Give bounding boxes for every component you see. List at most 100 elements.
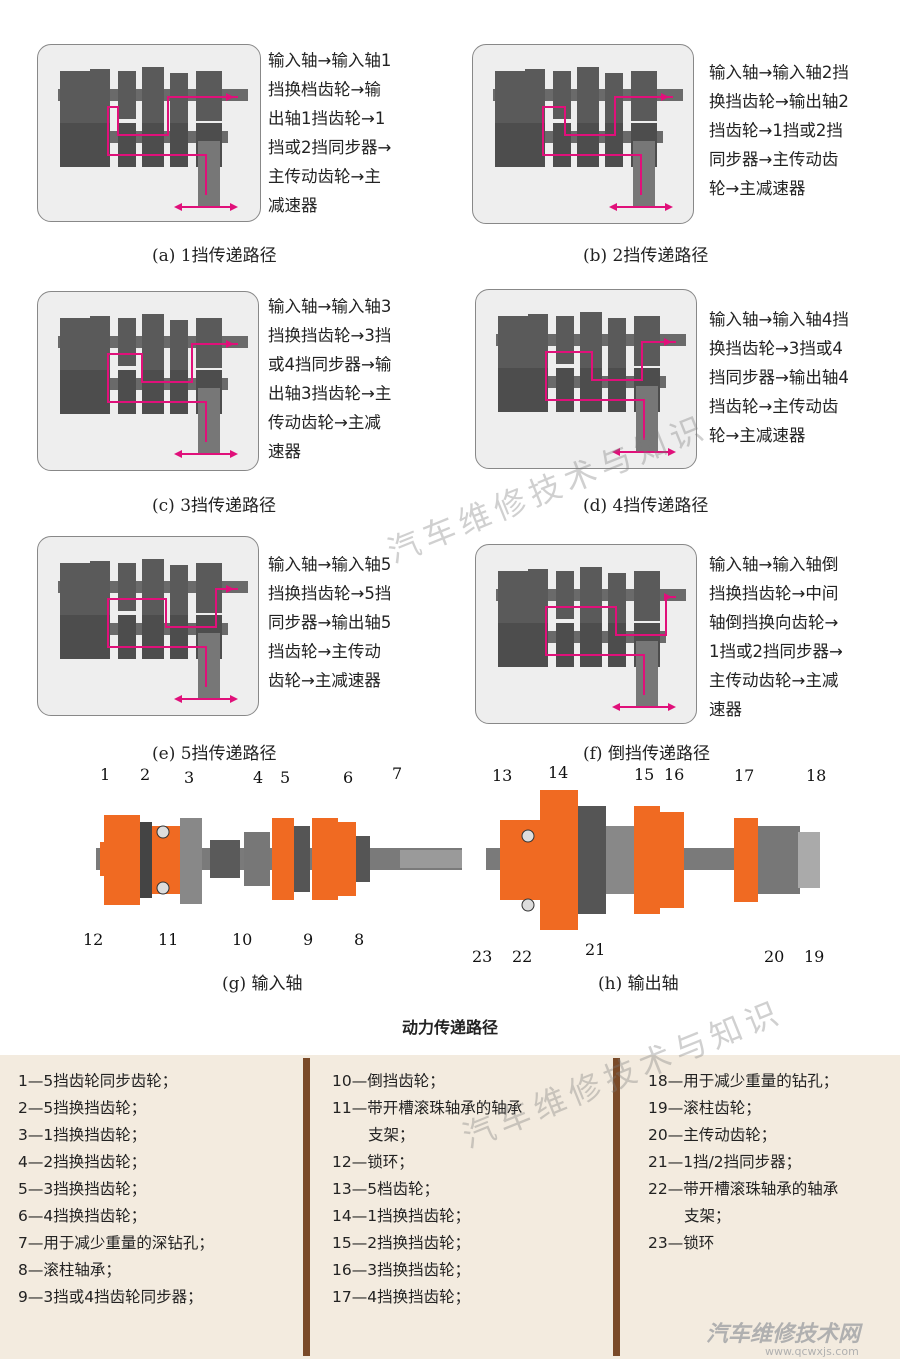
text-line: 12—锁环； xyxy=(332,1153,414,1171)
legend-divider-2 xyxy=(613,1058,620,1356)
gear xyxy=(118,615,136,659)
gear xyxy=(90,615,110,659)
text-line: 22—带开槽滚珠轴承的轴承 xyxy=(648,1180,839,1198)
text-line: 轮→主减速器 xyxy=(709,426,806,445)
text-line: 出轴3挡齿轮→主 xyxy=(268,384,392,403)
gear xyxy=(528,368,548,412)
gear xyxy=(142,615,164,659)
gearset-diagram-2 xyxy=(493,67,683,211)
gear xyxy=(170,73,188,129)
gear xyxy=(553,123,571,167)
input-arrow-head xyxy=(226,93,234,101)
site-url: www.qcwxjs.com xyxy=(765,1345,859,1358)
gear xyxy=(525,123,545,167)
gearset xyxy=(493,67,683,211)
callout-5: 5 xyxy=(280,768,291,787)
callout-2: 2 xyxy=(140,765,151,784)
gear xyxy=(498,571,528,623)
callout-15: 15 xyxy=(634,765,655,784)
text-line: 挡换挡齿轮→中间 xyxy=(709,584,839,603)
text-line: 18—用于减少重量的钻孔； xyxy=(648,1072,839,1090)
input-arrow-head xyxy=(664,338,672,346)
text-line: 减速器 xyxy=(268,196,318,215)
text-line: 支架； xyxy=(368,1126,415,1144)
gear xyxy=(577,67,599,127)
input-arrow-head xyxy=(226,585,234,593)
text-line: 输入轴→输入轴5 xyxy=(268,555,392,574)
text-line: 17—4挡换挡齿轮； xyxy=(332,1288,471,1306)
text-line: 传动齿轮→主减 xyxy=(268,413,381,432)
gear xyxy=(556,571,574,619)
callout-18: 18 xyxy=(806,766,827,785)
gear xyxy=(495,71,525,123)
text-line: 轴倒挡换向齿轮→ xyxy=(709,613,839,632)
callout-1: 1 xyxy=(100,765,111,784)
power-flow-path xyxy=(107,588,238,687)
caption-5th: (e) 5挡传递路径 xyxy=(152,744,277,764)
text-line: 挡齿轮→主传动 xyxy=(268,642,381,661)
gear xyxy=(580,567,602,627)
gear xyxy=(577,123,599,167)
callout-7: 7 xyxy=(392,764,403,783)
gear xyxy=(608,368,626,412)
panel-3rd-gear xyxy=(37,291,259,471)
gear xyxy=(90,561,110,621)
gear xyxy=(498,316,528,368)
gear xyxy=(60,71,90,123)
text-line: 速器 xyxy=(268,442,301,461)
gearset xyxy=(496,312,686,456)
text-line: 挡或2挡同步器→ xyxy=(268,138,392,157)
caption-output-shaft: (h) 输出轴 xyxy=(598,974,679,994)
gear xyxy=(170,615,188,659)
power-flow-path xyxy=(542,96,673,195)
gear xyxy=(525,69,545,129)
text-line: 挡换挡齿轮→3挡 xyxy=(268,326,392,345)
gearset xyxy=(58,559,248,703)
gear xyxy=(556,316,574,364)
text-line: 1挡或2挡同步器→ xyxy=(709,642,843,661)
callout-10: 10 xyxy=(232,930,253,949)
callout-19: 19 xyxy=(804,947,825,966)
callout-22: 22 xyxy=(512,947,533,966)
gear xyxy=(142,559,164,619)
text-line: 11—带开槽滚珠轴承的轴承 xyxy=(332,1099,523,1117)
text-line: 10—倒挡齿轮； xyxy=(332,1072,445,1090)
gear xyxy=(608,573,626,629)
text-line: 速器 xyxy=(709,700,742,719)
gearset xyxy=(496,567,686,711)
gearset-diagram-1 xyxy=(58,67,248,211)
text-line: 输入轴→输入轴倒 xyxy=(709,555,839,574)
power-flow-path xyxy=(545,341,676,440)
caption-input-shaft: (g) 输入轴 xyxy=(222,974,303,994)
text-line: 换挡齿轮→3挡或4 xyxy=(709,339,843,358)
text-line: 5—3挡换挡齿轮； xyxy=(18,1180,147,1198)
text-line: 21—1挡/2挡同步器； xyxy=(648,1153,802,1171)
text-line: 齿轮→主减速器 xyxy=(268,671,381,690)
callout-3: 3 xyxy=(184,768,195,787)
arrow-head-left xyxy=(612,448,620,456)
gear xyxy=(580,623,602,667)
gear xyxy=(634,571,660,621)
gear xyxy=(90,370,110,414)
panel-5th-gear xyxy=(37,536,259,716)
callout-12: 12 xyxy=(83,930,104,949)
text-line: 19—滚柱齿轮； xyxy=(648,1099,761,1117)
text-line: 主传动齿轮→主 xyxy=(268,167,381,186)
final-drive-gear xyxy=(198,388,220,454)
caption-reverse: (f) 倒挡传递路径 xyxy=(583,744,710,764)
gear xyxy=(608,318,626,374)
arrow-head-left xyxy=(609,203,617,211)
gear xyxy=(142,67,164,127)
gear xyxy=(118,123,136,167)
callout-23: 23 xyxy=(472,947,493,966)
arrow-head-left xyxy=(612,703,620,711)
caption-3rd: (c) 3挡传递路径 xyxy=(152,496,277,516)
callout-9: 9 xyxy=(303,930,314,949)
text-line: 挡同步器→输出轴4 xyxy=(709,368,849,387)
text-line: 3—1挡换挡齿轮； xyxy=(18,1126,147,1144)
gear xyxy=(118,71,136,119)
gearset xyxy=(58,314,248,458)
text-line: 6—4挡换挡齿轮； xyxy=(18,1207,147,1225)
callout-8: 8 xyxy=(354,930,365,949)
